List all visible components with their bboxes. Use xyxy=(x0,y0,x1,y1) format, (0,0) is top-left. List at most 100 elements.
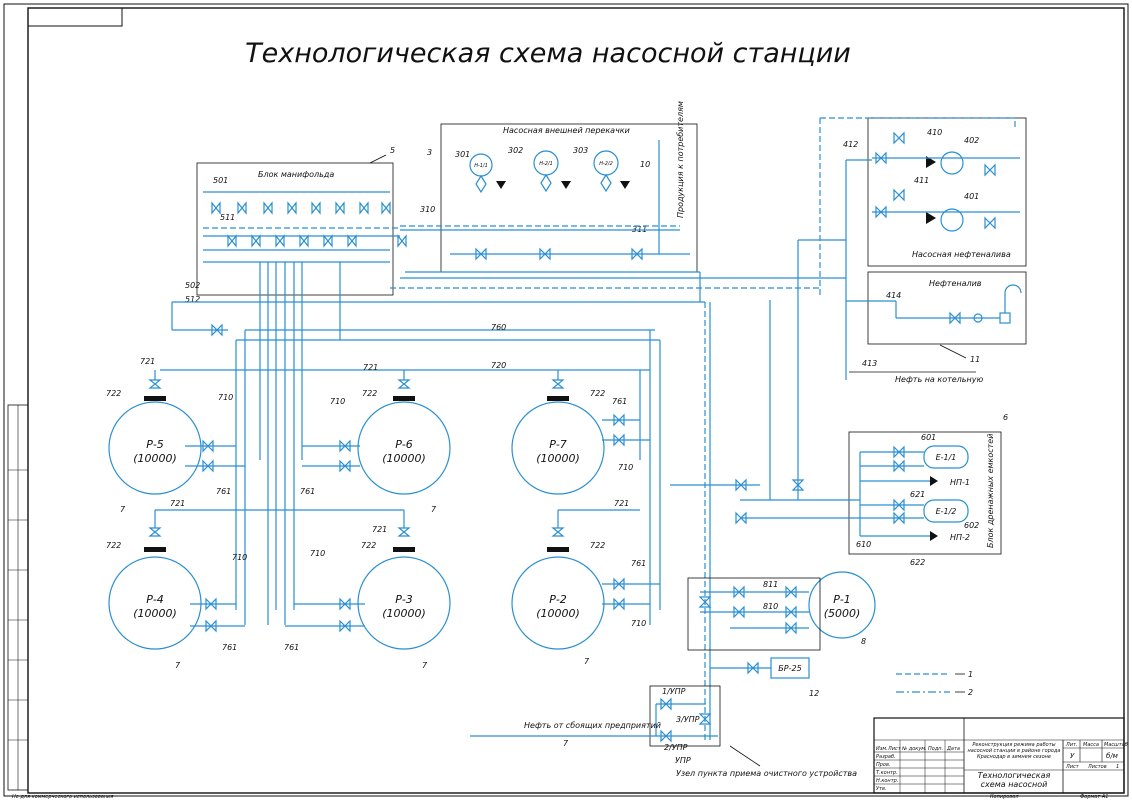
num-412: 412 xyxy=(843,140,858,149)
oil-fill-line xyxy=(846,284,1022,325)
svg-text:Р-5: Р-5 xyxy=(146,438,164,451)
stamp-project: Реконструкция режима работы насосной ста… xyxy=(967,742,1061,760)
svg-text:7: 7 xyxy=(422,661,428,670)
svg-text:7: 7 xyxy=(563,739,569,748)
upr-3: 3/УПР xyxy=(676,715,700,724)
svg-text:722: 722 xyxy=(362,389,377,398)
svg-text:7: 7 xyxy=(175,661,181,670)
svg-text:(10000): (10000) xyxy=(382,452,426,465)
num-622: 622 xyxy=(910,558,925,567)
pump-302: Н-2/1 xyxy=(533,150,559,193)
treatment-label: Узел пункта приема очистного устройства xyxy=(676,769,857,778)
risers xyxy=(235,262,661,625)
svg-text:(10000): (10000) xyxy=(133,452,177,465)
num-11: 11 xyxy=(970,355,980,364)
num-512: 512 xyxy=(185,295,200,304)
num-601: 601 xyxy=(921,433,936,442)
tank-r1: Р-1 (5000) xyxy=(808,571,876,639)
svg-text:722: 722 xyxy=(106,389,121,398)
num-501: 501 xyxy=(213,176,228,185)
svg-text:Р-4: Р-4 xyxy=(146,593,164,606)
np1-label: НП-1 xyxy=(950,478,970,487)
svg-text:761: 761 xyxy=(612,397,627,406)
manifold-block xyxy=(196,162,394,296)
svg-text:Дата: Дата xyxy=(946,746,960,752)
num-10: 10 xyxy=(640,160,650,169)
tank-connections xyxy=(144,370,660,633)
svg-text:710: 710 xyxy=(618,463,633,472)
num-720: 720 xyxy=(491,361,506,370)
num-302: 302 xyxy=(508,146,523,155)
svg-text:Пров.: Пров. xyxy=(876,762,891,768)
drain-block xyxy=(848,431,1002,555)
stamp-title: Технологическая схема насосной станции xyxy=(977,771,1051,791)
svg-text:722: 722 xyxy=(590,389,605,398)
drain-pipes xyxy=(859,445,930,537)
num-810: 810 xyxy=(763,602,778,611)
title-block: Изм. Лист № докум. Подп. Дата Разраб. Пр… xyxy=(873,717,1128,800)
svg-text:(10000): (10000) xyxy=(133,607,177,620)
num-12: 12 xyxy=(809,689,819,698)
tank-r3: Р-3 (10000) xyxy=(357,556,451,650)
svg-text:У: У xyxy=(1070,752,1075,760)
num-411: 411 xyxy=(914,176,929,185)
oil-fill-label: Нефтеналив xyxy=(929,279,982,288)
svg-text:Масштаб: Масштаб xyxy=(1104,742,1128,748)
svg-text:761: 761 xyxy=(300,487,315,496)
oil-pump-label: Насосная нефтеналива xyxy=(912,250,1011,259)
num-310: 310 xyxy=(420,205,435,214)
num-621: 621 xyxy=(910,490,925,499)
manifold-label: Блок манифольда xyxy=(258,170,334,179)
svg-text:№ докум.: № докум. xyxy=(901,746,927,752)
pump-401 xyxy=(940,208,964,232)
ext-pumping-label: Насосная внешней перекачки xyxy=(503,126,630,135)
num-413: 413 xyxy=(862,359,877,368)
svg-text:Р-7: Р-7 xyxy=(549,438,567,451)
svg-text:2: 2 xyxy=(968,688,973,697)
num-811: 811 xyxy=(763,580,778,589)
svg-text:(5000): (5000) xyxy=(824,607,861,620)
num-5: 5 xyxy=(390,146,395,155)
svg-text:710: 710 xyxy=(330,397,345,406)
r1-pipes xyxy=(698,585,809,635)
svg-text:Н-1/1: Н-1/1 xyxy=(474,163,488,169)
drain-label: Блок дренажных емкостей xyxy=(986,434,995,548)
pump-402 xyxy=(940,151,964,175)
num-303: 303 xyxy=(573,146,588,155)
check-valves-black xyxy=(496,181,630,189)
inflow-label: Нефть от сбоящих предприятий xyxy=(524,721,661,730)
svg-text:Н-2/1: Н-2/1 xyxy=(539,161,553,167)
svg-text:Утв.: Утв. xyxy=(876,786,887,792)
svg-text:Масса: Масса xyxy=(1083,742,1099,748)
svg-text:7: 7 xyxy=(431,505,437,514)
num-8: 8 xyxy=(861,637,866,646)
svg-text:Т.контр.: Т.контр. xyxy=(876,770,898,776)
tank-r7: Р-7 (10000) xyxy=(511,401,605,495)
num-760: 760 xyxy=(491,323,506,332)
svg-text:Изм.: Изм. xyxy=(876,746,888,752)
svg-text:(10000): (10000) xyxy=(536,607,580,620)
svg-text:Р-6: Р-6 xyxy=(395,438,413,451)
svg-text:7: 7 xyxy=(120,505,126,514)
tank-r5: Р-5 (10000) xyxy=(108,401,202,495)
manifold-headers xyxy=(203,191,400,263)
oil-fill-block xyxy=(867,271,1027,345)
tank-labels: 721 722 710 761 7 721 722 710 761 7 722 … xyxy=(106,357,646,670)
svg-text:710: 710 xyxy=(631,619,646,628)
svg-text:б/м: б/м xyxy=(1106,752,1119,760)
side-stamp-text: Не для коммерческого использования xyxy=(12,794,113,800)
manifold-valves xyxy=(211,201,407,248)
svg-text:Р-1: Р-1 xyxy=(833,593,851,606)
svg-text:Подп.: Подп. xyxy=(928,746,943,752)
oil-pump-block xyxy=(867,117,1027,267)
drawing-frame xyxy=(27,7,1125,794)
svg-text:710: 710 xyxy=(310,549,325,558)
page-title: Технологическая схема насосной станции xyxy=(245,38,851,69)
svg-text:Формат А1: Формат А1 xyxy=(1080,794,1108,800)
num-511: 511 xyxy=(220,213,235,222)
num-402: 402 xyxy=(964,136,979,145)
svg-text:722: 722 xyxy=(106,541,121,550)
legend: 1 2 xyxy=(896,670,973,697)
svg-text:Р-2: Р-2 xyxy=(549,593,567,606)
upr-block xyxy=(649,685,721,747)
